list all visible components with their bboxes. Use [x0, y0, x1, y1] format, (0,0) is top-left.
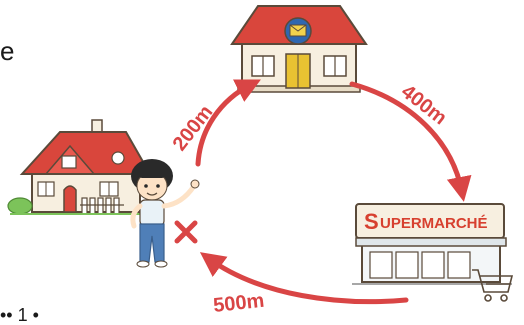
post-office-icon — [232, 6, 366, 92]
supermarket-sign-label: UPERMARCHÉ — [380, 215, 488, 232]
distance-label-500m: 500m — [212, 290, 265, 317]
cross-mark-icon — [177, 223, 195, 241]
house-icon — [8, 120, 150, 214]
envelope-icon — [285, 18, 311, 44]
supermarket-sign-initial: S — [364, 209, 379, 234]
child-figure-icon — [131, 159, 199, 267]
